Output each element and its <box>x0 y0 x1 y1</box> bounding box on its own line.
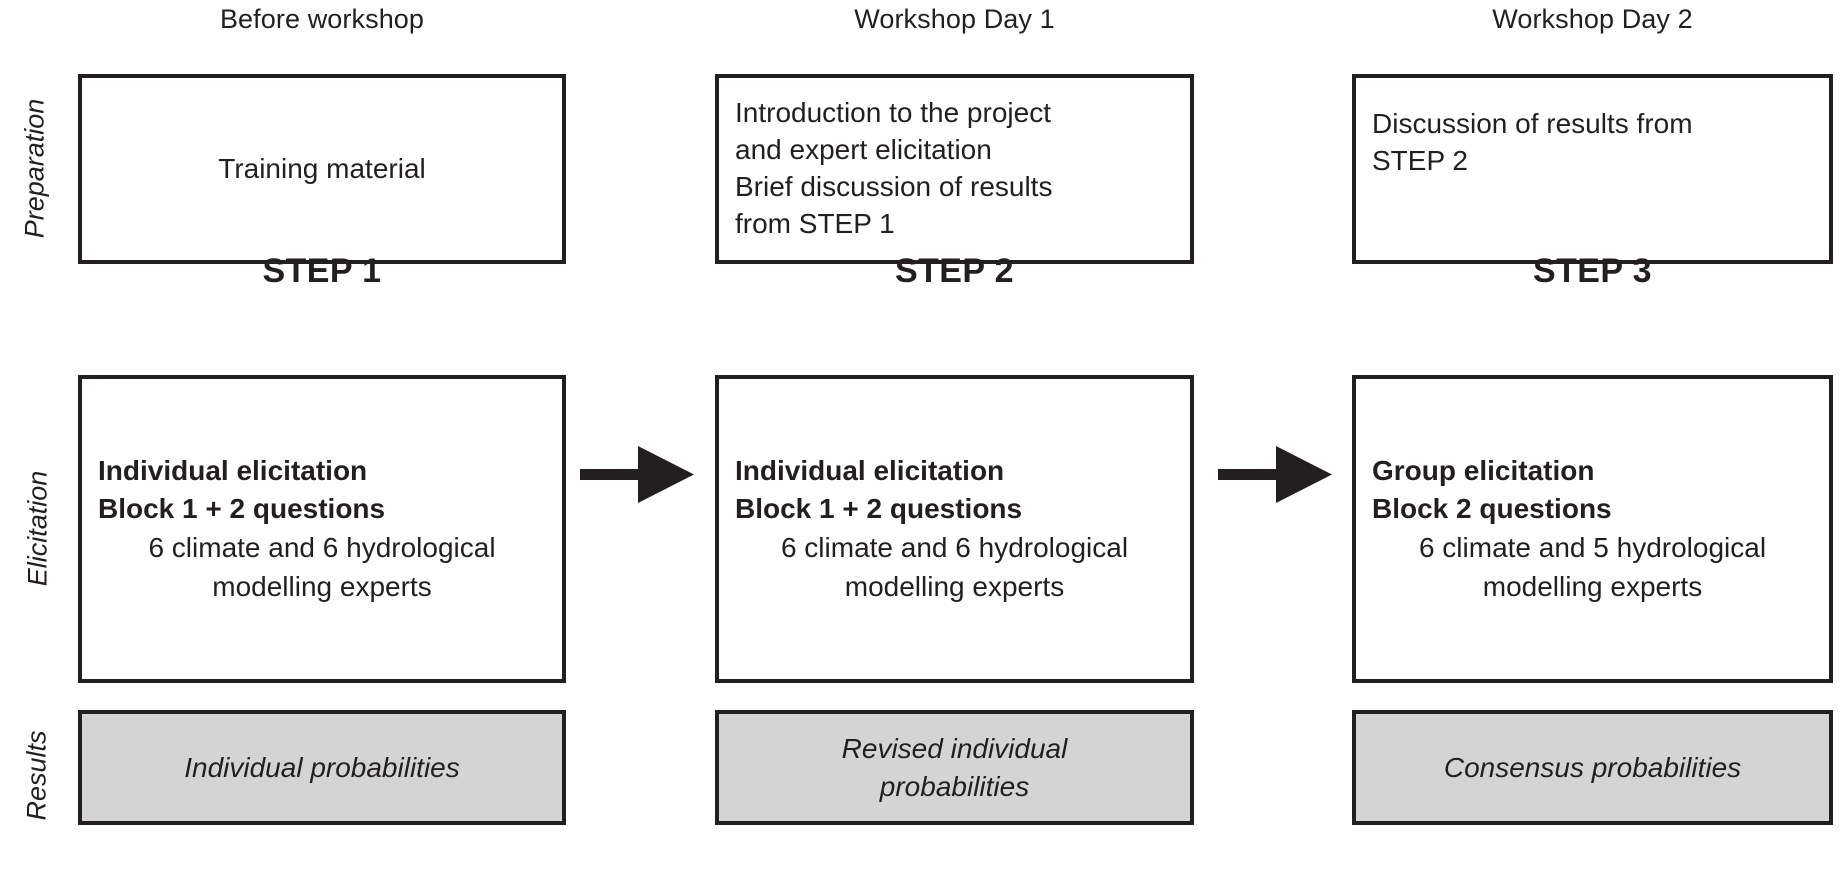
preparation-line: and expert elicitation <box>735 134 992 166</box>
step-label-1: STEP 1 <box>78 252 566 291</box>
elicitation-bold-line: Block 1 + 2 questions <box>735 493 1023 525</box>
elicitation-plain-line: modelling experts <box>844 570 1065 602</box>
elicitation-box-step1: Individual elicitation Block 1 + 2 quest… <box>78 375 566 683</box>
preparation-text: Discussion of results from STEP 2 <box>1372 106 1813 180</box>
results-line: Individual probabilities <box>184 751 460 783</box>
arrow-step1-to-step2 <box>580 446 694 503</box>
elicitation-box-step3: Group elicitation Block 2 questions 6 cl… <box>1352 375 1833 683</box>
results-box-step3: Consensus probabilities <box>1352 710 1833 825</box>
arrow-step2-to-step3 <box>1218 446 1332 503</box>
preparation-box-step1: Training material <box>78 74 566 264</box>
elicitation-text: Individual elicitation Block 1 + 2 quest… <box>98 452 546 607</box>
elicitation-plain-line: 6 climate and 6 hydrological <box>148 532 496 563</box>
elicitation-bold-line: Individual elicitation <box>735 454 1005 486</box>
preparation-text: Introduction to the project and expert e… <box>735 95 1174 243</box>
elicitation-plain-line: modelling experts <box>1482 570 1703 602</box>
row-label-text: Results <box>21 730 52 821</box>
preparation-line: Discussion of results from <box>1372 108 1693 139</box>
preparation-box-step3-content: Discussion of results from STEP 2 <box>1356 78 1829 180</box>
elicitation-text: Group elicitation Block 2 questions 6 cl… <box>1372 452 1813 607</box>
column-header-label: Workshop Day 2 <box>1492 4 1693 34</box>
results-text: Revised individual probabilities <box>735 730 1174 806</box>
row-label-results: Results <box>21 676 52 876</box>
preparation-box-step2-content: Introduction to the project and expert e… <box>719 95 1190 243</box>
results-box-step1: Individual probabilities <box>78 710 566 825</box>
elicitation-box-step2: Individual elicitation Block 1 + 2 quest… <box>715 375 1194 683</box>
elicitation-box-step1-content: Individual elicitation Block 1 + 2 quest… <box>82 452 562 607</box>
elicitation-box-step3-content: Group elicitation Block 2 questions 6 cl… <box>1356 452 1829 607</box>
elicitation-box-step2-content: Individual elicitation Block 1 + 2 quest… <box>719 452 1190 607</box>
elicitation-bold-line: Block 1 + 2 questions <box>98 493 386 525</box>
preparation-text: Training material <box>98 151 546 188</box>
elicitation-bold-line: Block 2 questions <box>1372 493 1612 525</box>
elicitation-plain-line: modelling experts <box>212 570 432 602</box>
preparation-box-step3: Discussion of results from STEP 2 <box>1352 74 1833 264</box>
results-box-step3-content: Consensus probabilities <box>1356 749 1829 787</box>
elicitation-bold-line: Group elicitation <box>1372 454 1595 486</box>
step-label-3: STEP 3 <box>1352 252 1833 291</box>
row-label-preparation: Preparation <box>19 69 50 269</box>
column-header-label: Workshop Day 1 <box>854 4 1055 34</box>
preparation-line: Training material <box>218 152 426 184</box>
results-text: Consensus probabilities <box>1372 749 1813 787</box>
preparation-line: Introduction to the project <box>735 97 1051 129</box>
results-line: Consensus probabilities <box>1443 751 1742 783</box>
elicitation-bold-line: Individual elicitation <box>98 454 368 486</box>
column-header-label: Before workshop <box>219 4 425 34</box>
results-line: Revised individual <box>841 732 1068 764</box>
elicitation-plain-line: 6 climate and 5 hydrological <box>1418 532 1767 563</box>
row-label-text: Elicitation <box>22 470 53 587</box>
process-diagram: Before workshop Workshop Day 1 Workshop … <box>19 4 1833 825</box>
step-label-text: STEP 2 <box>895 252 1014 290</box>
row-label-elicitation: Elicitation <box>22 429 53 629</box>
column-header-before-workshop: Before workshop <box>78 4 566 35</box>
step-label-text: STEP 3 <box>1533 252 1652 290</box>
preparation-box-step2: Introduction to the project and expert e… <box>715 74 1194 264</box>
preparation-line: STEP 2 <box>1372 144 1468 176</box>
step-label-text: STEP 1 <box>262 252 382 290</box>
column-header-workshop-day-1: Workshop Day 1 <box>715 4 1194 35</box>
elicitation-text: Individual elicitation Block 1 + 2 quest… <box>735 452 1174 607</box>
results-box-step1-content: Individual probabilities <box>82 749 562 787</box>
preparation-box-step1-content: Training material <box>82 151 562 188</box>
column-header-workshop-day-2: Workshop Day 2 <box>1352 4 1833 35</box>
results-box-step2-content: Revised individual probabilities <box>719 730 1190 806</box>
step-label-2: STEP 2 <box>715 252 1194 291</box>
preparation-line: Brief discussion of results <box>735 171 1053 202</box>
preparation-line: from STEP 1 <box>735 207 895 239</box>
results-box-step2: Revised individual probabilities <box>715 710 1194 825</box>
elicitation-plain-line: 6 climate and 6 hydrological <box>780 532 1129 563</box>
results-text: Individual probabilities <box>98 749 546 787</box>
row-label-text: Preparation <box>19 98 50 239</box>
results-line: probabilities <box>879 770 1030 802</box>
